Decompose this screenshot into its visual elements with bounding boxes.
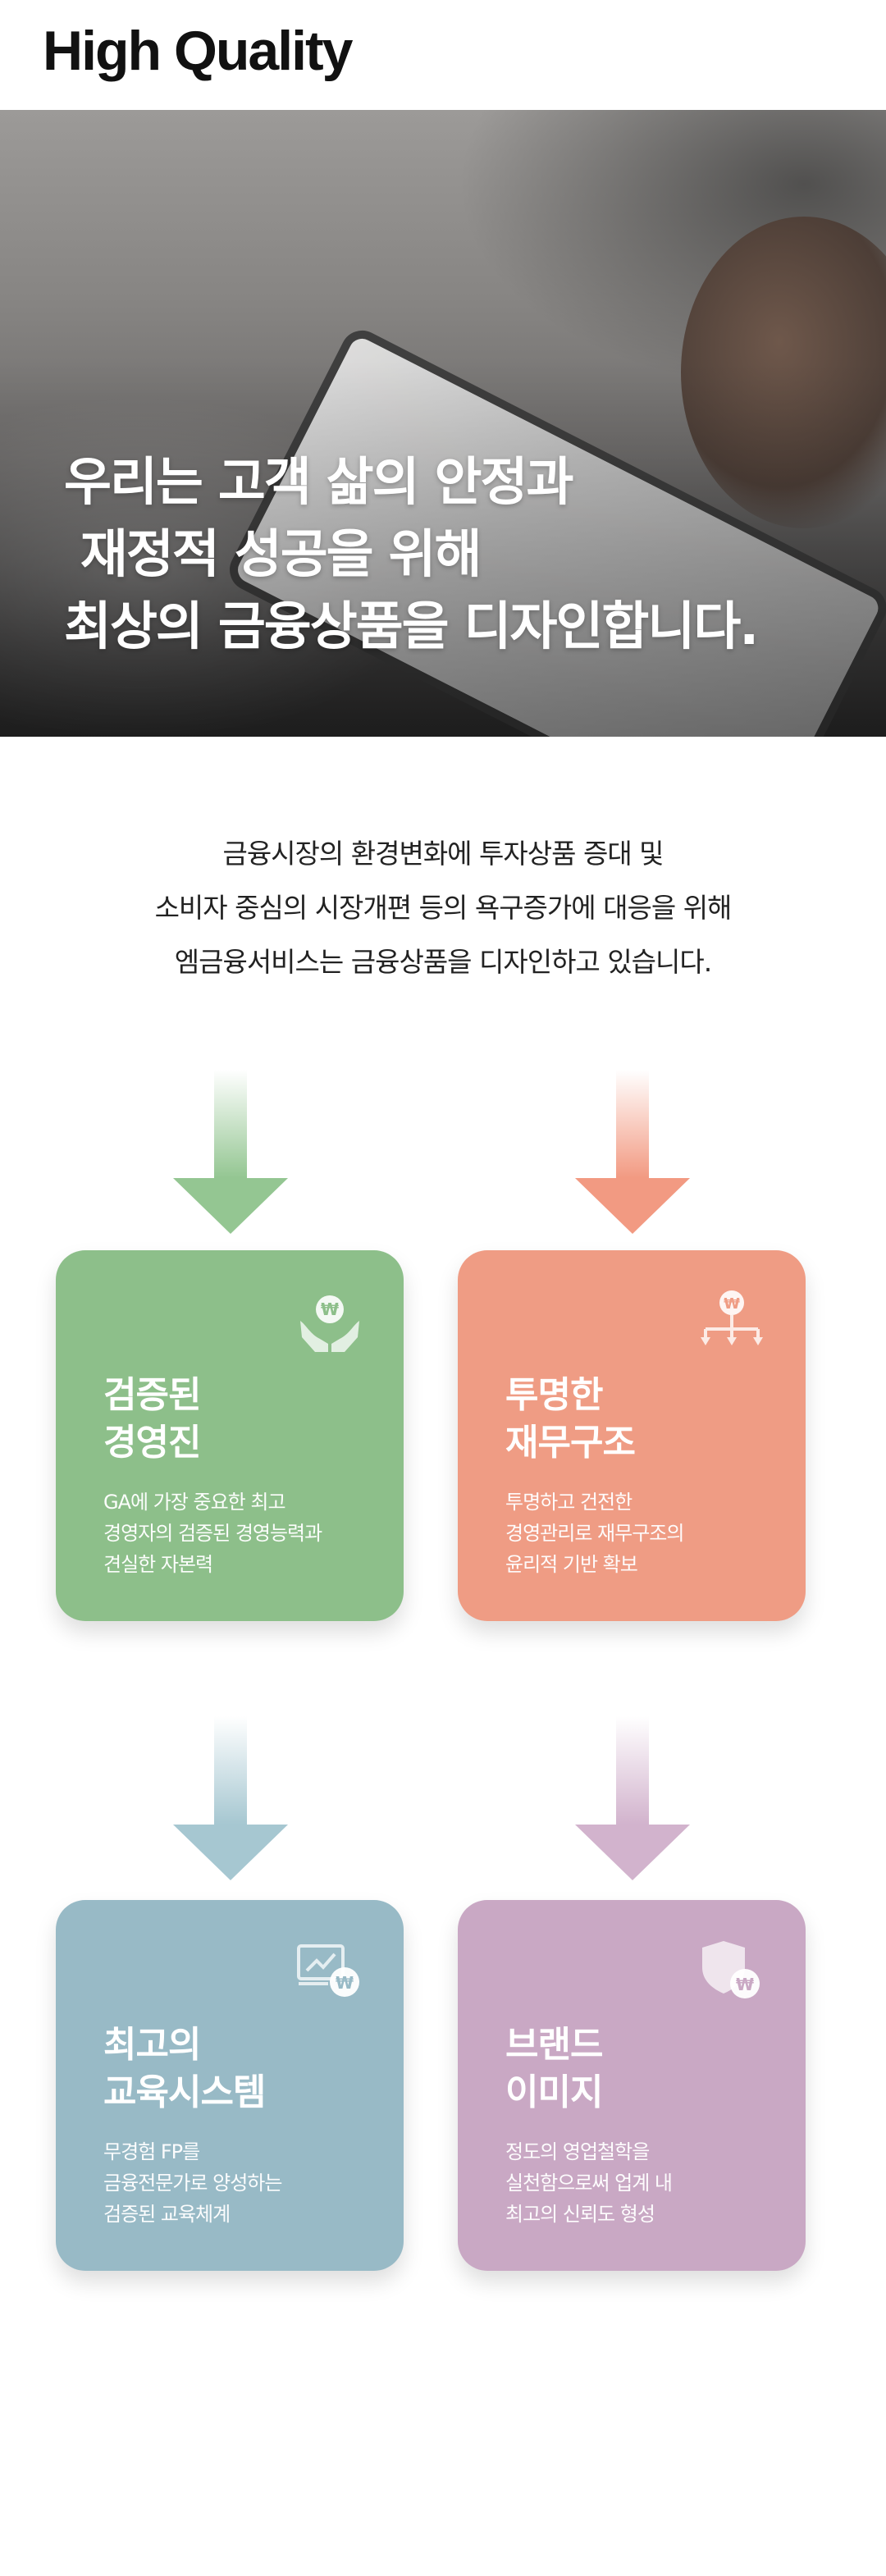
down-arrow-icon bbox=[575, 1716, 690, 1880]
hero-line: 우리는 고객 삶의 안정과 bbox=[64, 452, 573, 512]
intro-text: 금융시장의 환경변화에 투자상품 증대 및 소비자 중심의 시장개편 등의 욕구… bbox=[0, 827, 886, 989]
intro-line: 금융시장의 환경변화에 투자상품 증대 및 bbox=[222, 838, 664, 870]
hero-line: 최상의 금융상품을 디자인합니다. bbox=[64, 596, 759, 656]
down-arrow-icon bbox=[575, 1070, 690, 1234]
shield-won-icon: ₩ bbox=[702, 1941, 760, 1998]
down-arrow-icon bbox=[173, 1716, 288, 1880]
intro-line: 엠금융서비스는 금융상품을 디자인하고 있습니다. bbox=[174, 946, 713, 978]
page-title: High Quality bbox=[43, 20, 353, 82]
structure-won-icon: ₩ bbox=[701, 1290, 763, 1345]
hero-headline: 우리는 고객 삶의 안정과 재정적 성공을 위해 최상의 금융상품을 디자인합니… bbox=[64, 446, 759, 663]
down-arrow-icon bbox=[173, 1070, 288, 1234]
svg-text:₩: ₩ bbox=[724, 1295, 740, 1313]
svg-text:₩: ₩ bbox=[321, 1299, 339, 1319]
svg-text:₩: ₩ bbox=[336, 1973, 354, 1993]
intro-line: 소비자 중심의 시장개편 등의 욕구증가에 대응을 위해 bbox=[154, 892, 733, 924]
hero-banner: 우리는 고객 삶의 안정과 재정적 성공을 위해 최상의 금융상품을 디자인합니… bbox=[0, 110, 886, 737]
board-won-icon: ₩ bbox=[297, 1944, 359, 1997]
hands-won-icon: ₩ bbox=[300, 1295, 359, 1352]
hero-line: 재정적 성공을 위해 bbox=[64, 524, 482, 584]
hero-hand-image bbox=[681, 217, 886, 528]
svg-text:₩: ₩ bbox=[736, 1975, 754, 1994]
